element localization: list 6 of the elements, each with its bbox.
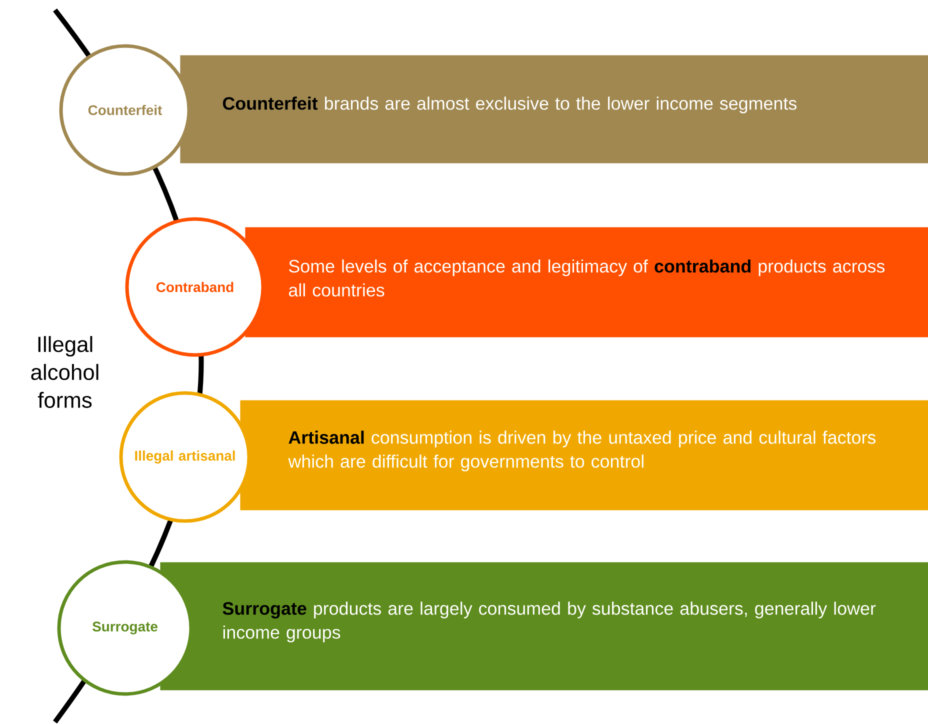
- text-band: Counterfeit brands are almost exclusive to the lower income segments: [180, 55, 928, 164]
- text-band: Artisanal consumption is driven by the untaxed price and cultural factors which are difficult for governments to control: [240, 400, 928, 510]
- text-band: Surrogate products are largely consumed by substance abusers, generally lower income groups: [160, 562, 928, 690]
- node-label: Surrogate: [92, 622, 158, 634]
- side-label: Illegal alcohol forms: [31, 336, 98, 408]
- text-band: Some levels of acceptance and legitimacy of contraband products across all countries: [245, 227, 928, 338]
